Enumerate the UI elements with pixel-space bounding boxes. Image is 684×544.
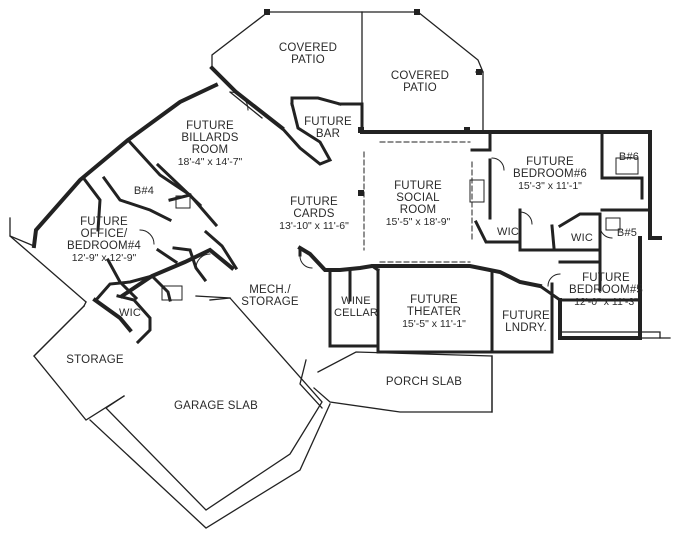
laundry-label: FUTURE LNDRY.: [502, 310, 550, 335]
office-bedroom4-label: FUTURE OFFICE/ BEDROOM#4 12'-9" x 12'-9": [66, 216, 142, 265]
storage-label: STORAGE: [66, 354, 124, 366]
interior-walls: [82, 96, 652, 354]
posts: [264, 9, 482, 196]
bar-label: FUTURE BAR: [304, 116, 352, 141]
slab-outlines: [9, 217, 671, 529]
covered-patio-right-label: COVERED PATIO: [390, 70, 450, 95]
cards-room-label: FUTURE CARDS 13'-10" x 11'-6": [279, 196, 349, 233]
wic-bedroom5-label: WIC: [571, 232, 593, 244]
covered-patio-left-label: COVERED PATIO: [278, 42, 338, 67]
wic-social-label: WIC: [497, 226, 519, 238]
bath4-label: B#4: [133, 185, 155, 197]
bath6-label: B#6: [618, 151, 640, 163]
mech-storage-label: MECH./ STORAGE: [241, 284, 299, 309]
bedroom6-label: FUTURE BEDROOM#6 15'-3" x 11'-1": [512, 156, 588, 193]
wic-office-label: WIC: [119, 307, 141, 319]
garage-slab-label: GARAGE SLAB: [173, 400, 259, 412]
porch-slab-label: PORCH SLAB: [385, 376, 463, 388]
social-room-label: FUTURE SOCIAL ROOM 15'-5" x 18'-9": [385, 180, 451, 229]
wine-cellar-label: WINE CELLAR: [334, 295, 378, 319]
door-swings: [139, 91, 639, 301]
billiards-room-label: FUTURE BILLARDS ROOM 18'-4" x 14'-7": [177, 120, 243, 169]
theater-label: FUTURE THEATER 15'-5" x 11'-1": [402, 294, 466, 331]
bath5-label: B#5: [616, 227, 638, 239]
bedroom5-label: FUTURE BEDROOM#5 12'-0" x 11'-3": [568, 272, 644, 309]
